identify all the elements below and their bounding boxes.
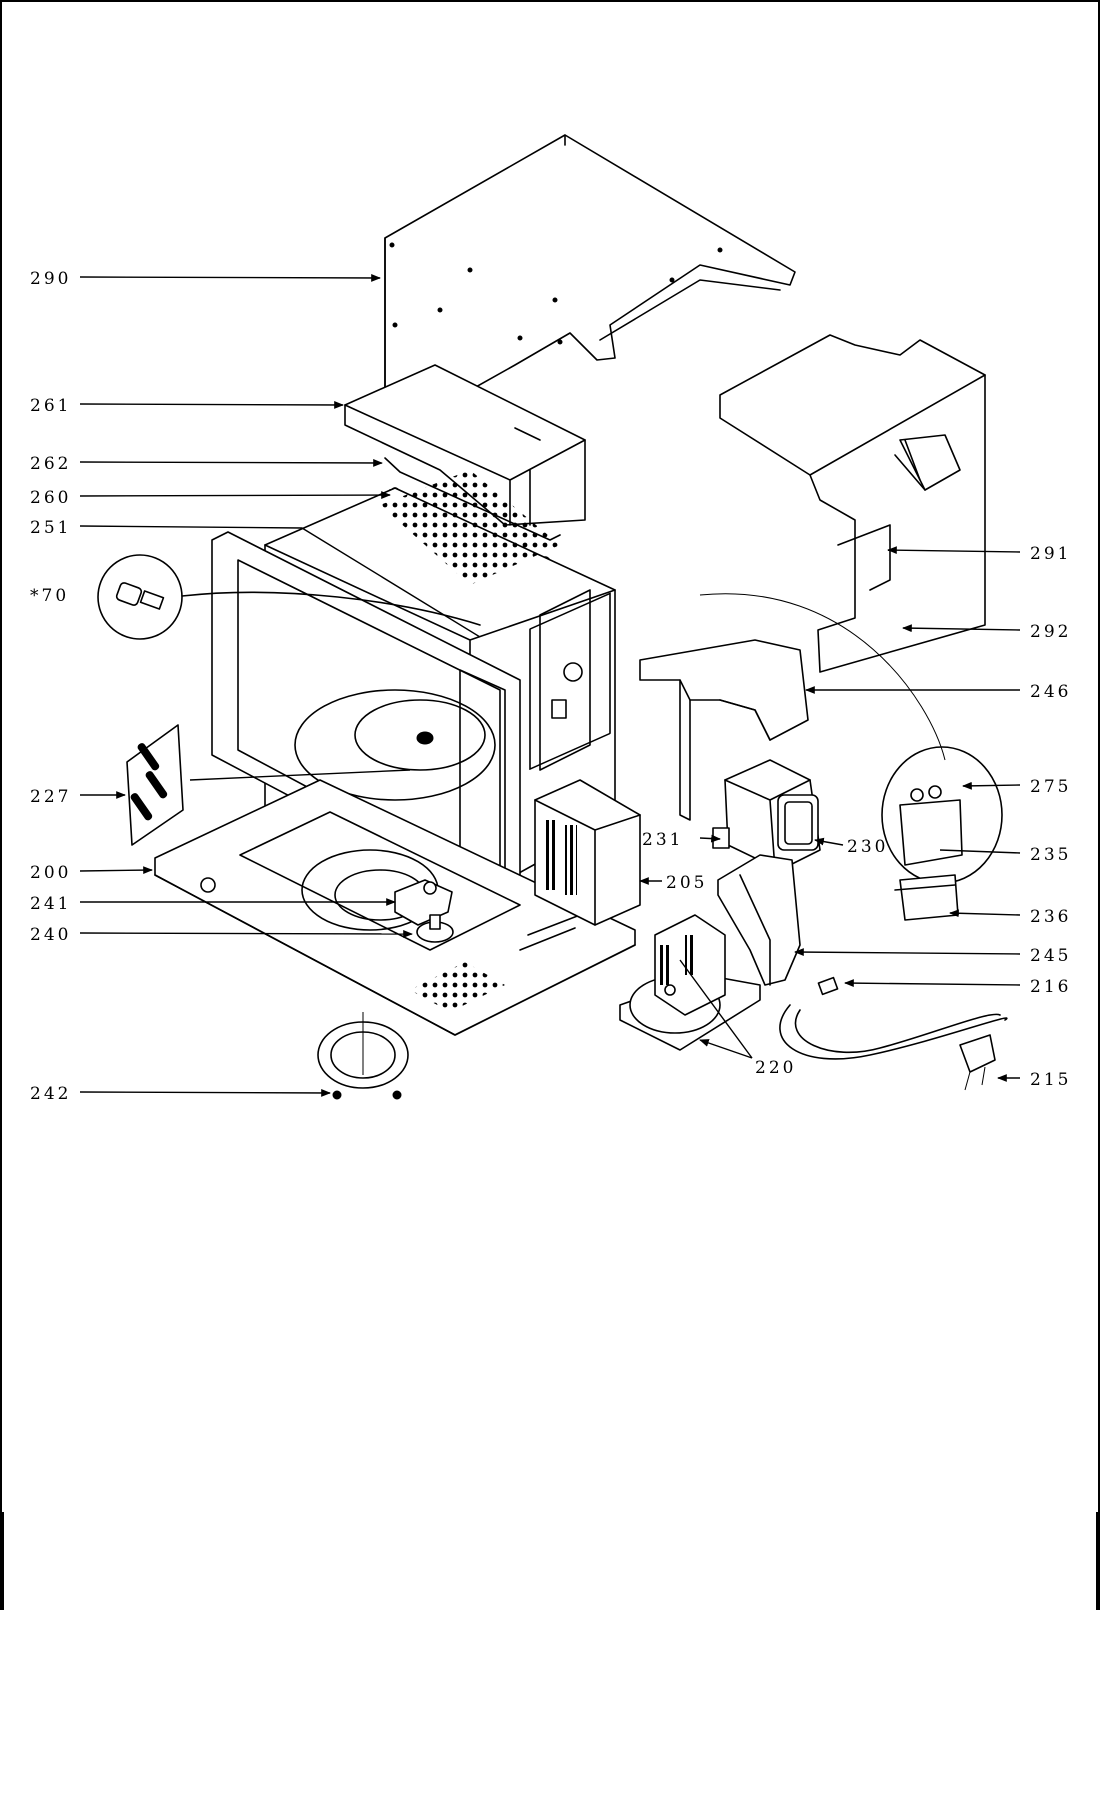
callout-205: 205 [666, 873, 707, 893]
power-cord [779, 976, 1008, 1091]
callout-261: 261 [30, 396, 71, 416]
callout-200: 200 [30, 863, 71, 883]
leader-245 [794, 948, 1021, 956]
hv-transformer [534, 779, 641, 926]
callout-246: 246 [1030, 682, 1071, 702]
outer-cabinet-cover [384, 134, 796, 439]
front-frame [211, 531, 521, 911]
leader-220-b [679, 959, 753, 1059]
callout-290: 290 [30, 269, 71, 289]
magnetron-cover [639, 639, 809, 821]
callout-292: 292 [1030, 622, 1071, 642]
page-frame [0, 0, 1100, 1610]
leader-292 [902, 624, 1021, 633]
callout-70: *70 [30, 586, 69, 606]
leader-240 [79, 930, 413, 938]
leader-220-a [699, 1039, 753, 1059]
leader-lines [79, 274, 1021, 1097]
callout-235: 235 [1030, 845, 1071, 865]
leader-200 [79, 866, 153, 875]
callout-230: 230 [847, 837, 888, 857]
turntable-motor [394, 879, 454, 943]
side-cabinet-panel [719, 334, 986, 673]
callout-220: 220 [755, 1058, 796, 1078]
turntable-ring [317, 1012, 409, 1100]
leader-262 [79, 459, 383, 467]
callout-215: 215 [1030, 1070, 1071, 1090]
callout-260: 260 [30, 488, 71, 508]
leader-242 [79, 1089, 331, 1097]
leader-275 [962, 781, 1021, 790]
mica-cover [126, 724, 184, 846]
leader-260 [79, 491, 391, 499]
leader-290 [79, 274, 381, 282]
leader-230 [814, 837, 844, 846]
leader-235 [939, 849, 1021, 854]
callout-231: 231 [642, 830, 683, 850]
leader-216 [844, 979, 1021, 988]
callout-275: 275 [1030, 777, 1071, 797]
callout-291: 291 [1030, 544, 1071, 564]
callout-240: 240 [30, 925, 71, 945]
leader-261 [79, 401, 344, 409]
callout-labels: 290 261 262 260 251 *70 227 200 241 240 … [30, 269, 1071, 1104]
callout-241: 241 [30, 894, 71, 914]
magnetron [712, 759, 821, 871]
callout-262: 262 [30, 454, 71, 474]
leader-227-b [189, 769, 411, 781]
callout-227: 227 [30, 787, 71, 807]
leader-251 [79, 525, 481, 638]
lamp-detail-circle [97, 554, 481, 640]
leader-231 [699, 834, 721, 843]
callout-242: 242 [30, 1084, 71, 1104]
fan-motor [619, 914, 761, 1051]
leader-236 [949, 909, 1021, 918]
callout-251: 251 [30, 518, 71, 538]
callout-216: 216 [1030, 977, 1071, 997]
callout-245: 245 [1030, 946, 1071, 966]
air-duct [717, 854, 801, 986]
callout-236: 236 [1030, 907, 1071, 927]
leader-291 [887, 546, 1021, 555]
